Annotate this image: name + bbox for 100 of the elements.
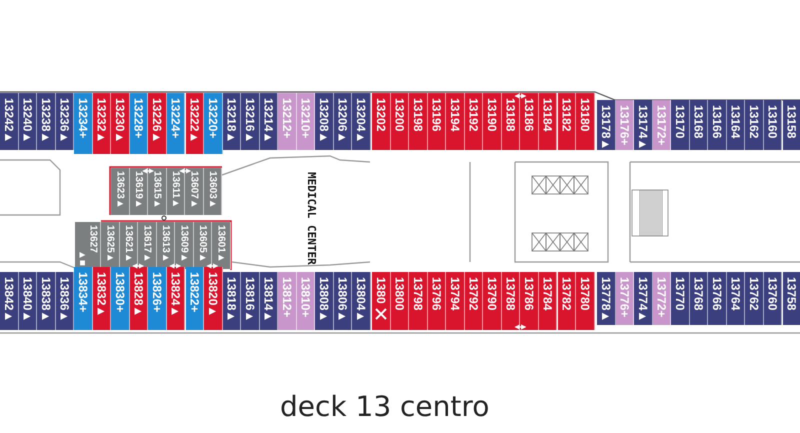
cabin-block <box>204 93 223 154</box>
cabin-number: 13780 <box>578 277 592 310</box>
cabin-number: 13202 <box>374 98 388 132</box>
cabin-number: 13605▲ <box>197 225 208 263</box>
cabin-number: 13792 <box>466 277 481 310</box>
cabin-block <box>428 93 446 150</box>
cabin-block <box>634 272 653 325</box>
cabin-block <box>446 272 465 330</box>
cabin-number: 13770 <box>672 277 687 310</box>
cabin-number: 13242▲ <box>2 98 16 144</box>
cabin-number: 13212+ <box>280 98 294 138</box>
cabin-number: 13842▲ <box>2 277 16 322</box>
cabin-block <box>764 272 782 325</box>
cabin-number: 13198 <box>410 98 425 132</box>
cabin-number: 13224+ <box>168 98 183 138</box>
cabin-block <box>538 93 558 150</box>
cabin-block <box>558 272 576 330</box>
cabin-number: 13619▲ <box>132 171 144 209</box>
cabin-number: 13234+ <box>76 98 90 138</box>
cabin-number: 13170 <box>672 105 687 138</box>
cabin-number: 13830+ <box>113 272 128 312</box>
cabin-number: 13834+ <box>76 272 90 312</box>
connecting-door-arrow <box>132 263 144 269</box>
cabin-block <box>538 272 558 330</box>
cabin-block <box>483 272 502 330</box>
cabin-symbols: ▲■ <box>76 250 88 266</box>
cabin-block <box>212 222 231 269</box>
cabin-block <box>111 168 130 215</box>
cabin-block <box>166 93 186 154</box>
cabin-block <box>222 272 242 330</box>
cabin-block <box>241 272 260 330</box>
cabin-number: 13166 <box>710 105 724 138</box>
cabin-block <box>111 93 130 154</box>
cabin-block <box>726 272 746 325</box>
cabin-block <box>296 93 316 150</box>
cabin-block <box>634 100 653 150</box>
cabin-number: 13840▲ <box>20 277 34 322</box>
cabin-number: 13798 <box>410 277 425 310</box>
cabin-block <box>18 272 38 330</box>
cabin-number: 13172+ <box>654 105 668 146</box>
cabin-number: 13601▲ <box>216 225 227 263</box>
cabin-block <box>597 100 616 150</box>
cabin-block <box>726 100 746 150</box>
cabin-block <box>37 272 56 330</box>
cabin-number: 13816▲ <box>242 277 257 322</box>
connecting-door-arrow <box>179 168 192 174</box>
cabin-number: 13762 <box>747 277 762 310</box>
cabin-number: 13615▲ <box>151 171 162 209</box>
cabin-number: 13824▲ <box>168 272 183 318</box>
cabin-number: 13186 <box>522 98 536 132</box>
cabin-number: 13774▲ <box>636 277 650 322</box>
cabin-block <box>558 93 576 150</box>
cabin-number: 13808▲ <box>317 277 332 322</box>
cabin-block <box>782 272 800 325</box>
cabin-number: 13210+ <box>298 98 313 138</box>
cabin-block <box>764 100 782 150</box>
cabin-block <box>130 93 148 154</box>
connecting-door-arrow <box>514 93 526 99</box>
cabin-block <box>352 272 371 330</box>
cabin-number: 13160 <box>766 105 780 138</box>
cabin-number: 13760 <box>766 277 780 310</box>
cabin-number: 13182 <box>559 98 574 132</box>
cabin-number: 13617▲ <box>141 225 152 263</box>
cabin-block <box>148 168 167 215</box>
cabin-block <box>652 100 672 150</box>
cabin-block <box>708 100 727 150</box>
cabin-block <box>671 100 690 150</box>
cabin-number: 13206▲ <box>336 98 350 144</box>
cabin-number: 13814▲ <box>261 277 276 322</box>
cabin-block <box>372 93 391 150</box>
cabin-number: 13194 <box>448 98 462 132</box>
cabin-number: 13778▲ <box>598 277 613 322</box>
cabin-block <box>296 272 316 330</box>
cabin-number: 13214▲ <box>261 98 276 144</box>
cabin-block <box>315 272 334 330</box>
cabin-number: 13240▲ <box>20 98 34 144</box>
cabin-number: 13184 <box>540 98 555 132</box>
cabin-block <box>520 272 539 330</box>
cabin-number: 13826+ <box>150 272 164 312</box>
cabin-block <box>101 222 120 269</box>
cabin-number: 13192 <box>466 98 481 132</box>
cabin-block <box>175 222 194 269</box>
cabin-number: 13611▲ <box>170 171 181 208</box>
cabin-number: 13784 <box>540 277 555 310</box>
cabin-number: 13613▲ <box>160 225 171 263</box>
cabin-number: 13788 <box>504 277 518 310</box>
cabin-number: 13180 <box>578 98 592 132</box>
cabin-block <box>241 93 260 150</box>
cabin-block <box>37 93 56 150</box>
cabin-number: 13232▲ <box>94 98 109 144</box>
cabin-number: 13806▲ <box>336 277 350 322</box>
caption: deck 13 centro <box>280 390 490 423</box>
cabin-block <box>334 272 352 330</box>
cabin-block <box>92 93 112 154</box>
cabin-number: 13220+ <box>206 98 220 138</box>
cabin-block <box>597 272 616 325</box>
cabin-block <box>390 93 410 150</box>
cabin-number: 13768 <box>692 277 706 310</box>
cabin-block <box>502 93 520 150</box>
cabin-block <box>56 93 74 150</box>
